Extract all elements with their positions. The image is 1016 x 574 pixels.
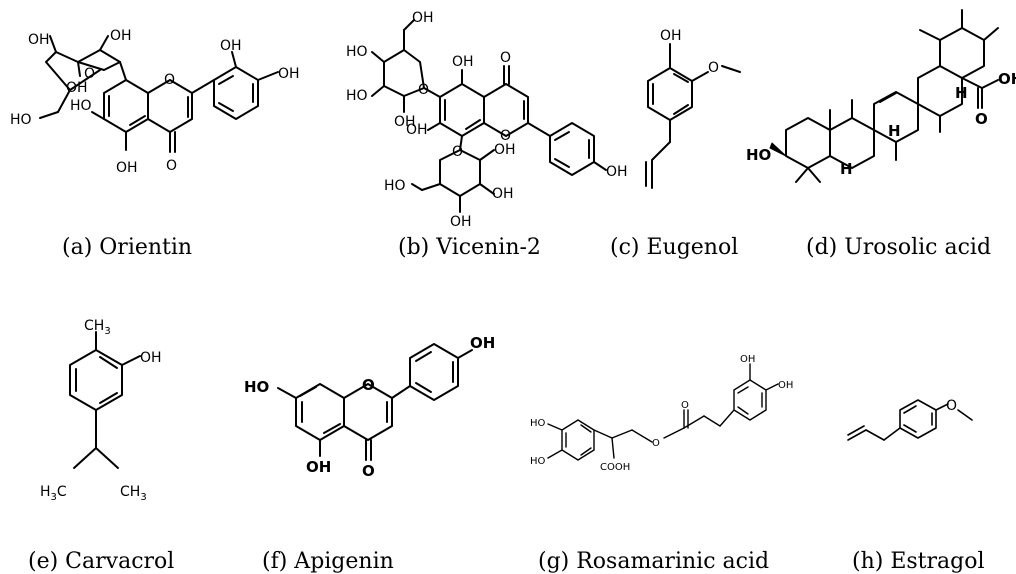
structure-apigenin: OH HO O OH O xyxy=(244,334,495,480)
vicenin-atom-o-pyran: O xyxy=(500,128,511,144)
rosamarinic-atom-ho: HO xyxy=(530,418,546,429)
vicenin-atom-o: O xyxy=(418,82,429,98)
apigenin-atom-ho: HO xyxy=(244,378,269,396)
apigenin-atom-o-pyran: O xyxy=(362,376,375,394)
orientin-ring-a xyxy=(103,79,149,133)
vicenin-atom-oh: OH xyxy=(412,10,434,26)
orientin-atom-oh: OH xyxy=(66,80,88,96)
urosolic-atom-ho: HO xyxy=(746,146,771,164)
carvacrol-atom-ch3: CH3 xyxy=(84,318,111,337)
structure-carvacrol: CH3 OH H3C CH3 xyxy=(40,318,162,503)
structure-rosamarinic-acid: OH OH HO HO O O COOH xyxy=(530,354,793,473)
caption-estragol: (h) Estragol xyxy=(852,549,985,574)
carvacrol-atom-oh: OH xyxy=(140,350,162,366)
vicenin-atom-ho: HO xyxy=(346,88,368,104)
carvacrol-atom-ch3: CH3 xyxy=(120,484,147,503)
vicenin-atom-oh: OH xyxy=(492,186,514,202)
urosolic-atom-o: O xyxy=(975,110,988,128)
urosolic-wedge xyxy=(769,142,787,157)
structure-vicenin-2: OH HO HO OH O OH O OH O OH O OH HO OH OH xyxy=(346,10,628,230)
caption-orientin: (a) Orientin xyxy=(62,235,192,260)
rosamarinic-atom-oh: OH xyxy=(740,354,755,365)
caption-carvacrol: (e) Carvacrol xyxy=(28,549,174,574)
urosolic-atom-h: H xyxy=(840,160,853,178)
vicenin-atom-oh: OH xyxy=(450,214,472,230)
vicenin-atom-ho: HO xyxy=(346,44,368,60)
rosamarinic-atom-o-ester: O xyxy=(652,438,660,449)
structure-estragol: O xyxy=(847,398,973,441)
caption-rosamarinic-acid: (g) Rosamarinic acid xyxy=(538,549,769,574)
orientin-atom-o-pyran: O xyxy=(164,72,175,88)
vicenin-atom-ho: HO xyxy=(384,178,406,194)
caption-eugenol: (c) Eugenol xyxy=(610,235,738,260)
rosamarinic-atom-ho: HO xyxy=(530,456,546,467)
eugenol-atom-o: O xyxy=(708,60,719,76)
orientin-atom-o: O xyxy=(84,66,95,82)
vicenin-atom-oh: OH xyxy=(494,142,516,158)
urosolic-atom-oh: OH xyxy=(998,70,1016,88)
orientin-atom-ho: HO xyxy=(70,98,92,114)
apigenin-atom-oh: OH xyxy=(470,334,495,352)
urosolic-atom-h: H xyxy=(888,122,901,140)
structure-orientin: OH OH OH HO O OH OH HO OH O O xyxy=(10,28,300,176)
structure-eugenol: OH O xyxy=(645,28,741,189)
eugenol-atom-oh: OH xyxy=(660,28,682,44)
vicenin-atom-o: O xyxy=(452,144,463,160)
orientin-atom-oh: OH xyxy=(110,28,132,44)
orientin-atom-oh: OH xyxy=(116,160,138,176)
rosamarinic-atom-cooh: COOH xyxy=(600,462,630,473)
urosolic-atom-h: H xyxy=(955,84,968,102)
caption-urosolic-acid: (d) Urosolic acid xyxy=(806,235,991,260)
vicenin-atom-oh: OH xyxy=(406,122,428,138)
carvacrol-atom-h3c: H3C xyxy=(40,484,67,503)
rosamarinic-atom-o-keto: O xyxy=(681,400,689,411)
vicenin-atom-o-keto: O xyxy=(500,50,511,66)
apigenin-atom-o-keto: O xyxy=(362,462,375,480)
estragol-atom-o: O xyxy=(946,398,957,414)
orientin-atom-o-keto: O xyxy=(166,158,177,174)
structure-urosolic-acid: OH O HO H H H xyxy=(746,9,1016,183)
orientin-atom-oh: OH xyxy=(278,66,300,82)
caption-apigenin: (f) Apigenin xyxy=(262,549,394,574)
vicenin-atom-oh: OH xyxy=(606,164,628,180)
orientin-atom-oh: OH xyxy=(28,32,50,48)
caption-vicenin-2: (b) Vicenin-2 xyxy=(398,235,541,260)
vicenin-atom-oh: OH xyxy=(452,54,474,70)
orientin-atom-oh: OH xyxy=(220,38,242,54)
orientin-atom-ho: HO xyxy=(10,112,32,128)
apigenin-atom-oh: OH xyxy=(306,458,331,476)
rosamarinic-atom-oh: OH xyxy=(778,380,793,391)
vicenin-atom-oh: OH xyxy=(394,114,416,130)
